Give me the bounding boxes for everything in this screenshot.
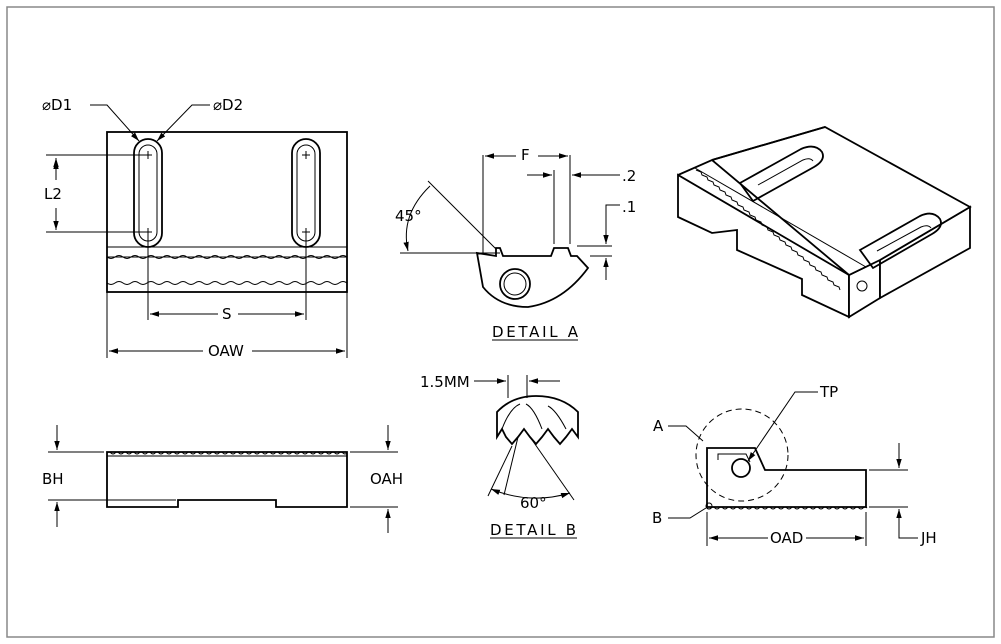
front-view — [48, 425, 398, 533]
isometric-view — [677, 126, 972, 319]
mm-label: 1.5MM — [420, 373, 470, 391]
a-label: A — [653, 417, 664, 435]
l2-label: L2 — [44, 185, 62, 203]
d2-label: ⌀D2 — [213, 96, 243, 114]
side-view — [668, 391, 918, 546]
slot-left-inner — [138, 144, 158, 242]
tp-label: TP — [819, 383, 838, 401]
slot-right-inner — [296, 144, 316, 242]
top-view — [46, 104, 348, 358]
oaw-label: OAW — [208, 342, 244, 360]
s-label: S — [222, 305, 232, 323]
detail-a-title: DETAIL A — [492, 323, 579, 341]
d1-label: ⌀D1 — [42, 96, 72, 114]
drawing-frame — [6, 6, 995, 638]
detail-b-title: DETAIL B — [490, 521, 576, 539]
oad-label: OAD — [770, 529, 803, 547]
jh-label: JH — [920, 529, 937, 547]
f-label: F — [521, 146, 530, 164]
oah-label: OAH — [370, 470, 403, 488]
angle-60-label: 60° — [520, 494, 547, 512]
bh-label: BH — [42, 470, 64, 488]
detail-a — [400, 153, 620, 341]
b-label: B — [652, 509, 662, 527]
dim-1-label: .1 — [622, 198, 636, 216]
detail-b — [474, 375, 579, 539]
angle-45-label: 45° — [395, 207, 422, 225]
dim-2-label: .2 — [622, 167, 636, 185]
